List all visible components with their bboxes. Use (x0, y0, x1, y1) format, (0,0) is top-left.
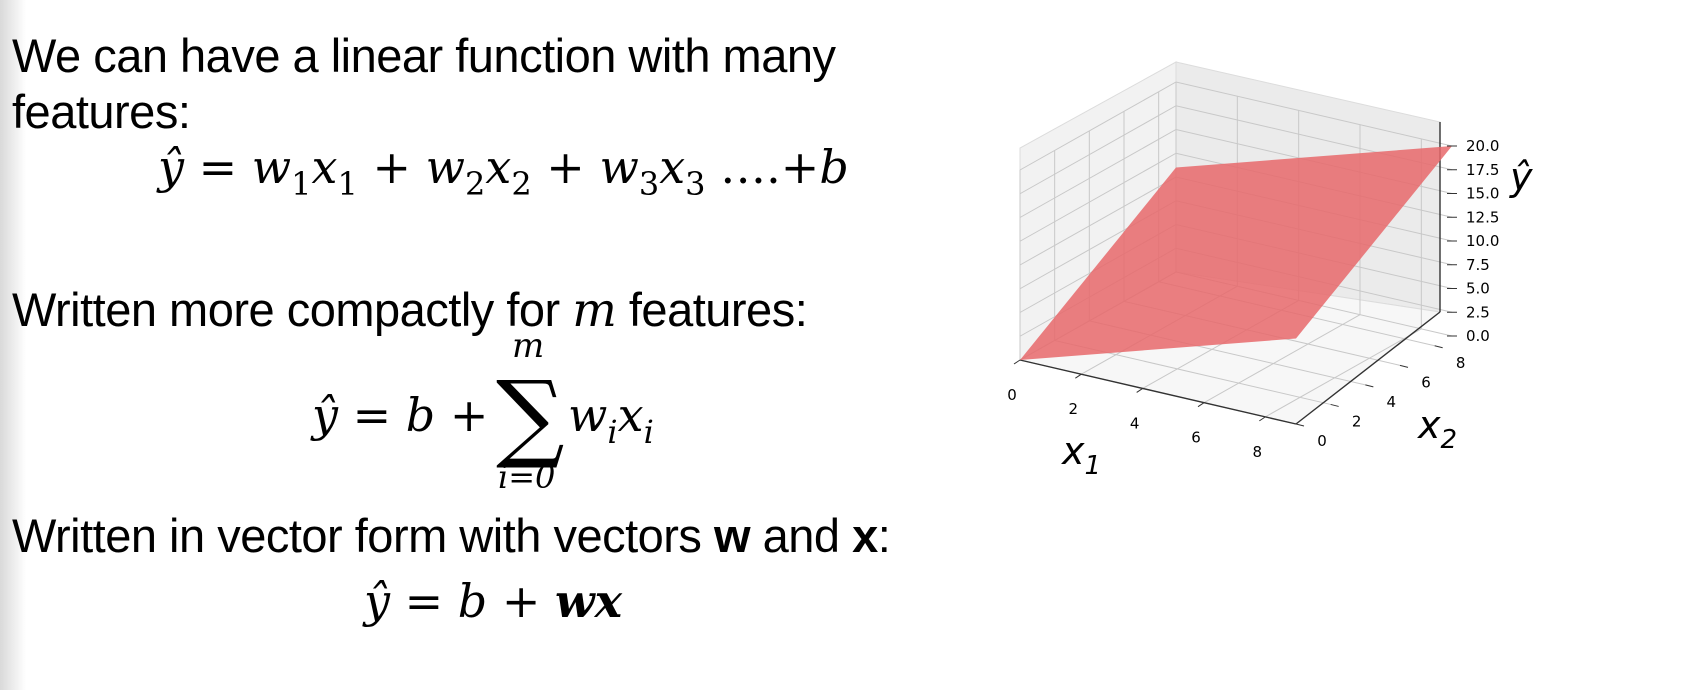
y-tick-label: 6 (1421, 373, 1431, 391)
y-tick (1330, 403, 1339, 407)
y-tick-label: 4 (1387, 393, 1397, 411)
z-tick-label: 10.0 (1466, 232, 1499, 250)
z-tick-label: 15.0 (1466, 185, 1499, 203)
intro-line: We can have a linear function with many (12, 29, 836, 82)
y-tick (1434, 345, 1443, 349)
x-tick (1197, 402, 1205, 408)
z-tick-label: 5.0 (1466, 280, 1490, 298)
x-tick-label: 0 (1007, 386, 1017, 404)
left-edge-shadow (0, 0, 26, 690)
surface-3d-chart: 0 2 4 6 8 0 2 4 6 8 0.0 2.5 5.0 7.5 10.0 12.5 15.0 17.5… (1007, 61, 1533, 481)
equation-vector-form: ŷ = b + wx (364, 574, 623, 628)
x-tick-label: 8 (1253, 443, 1263, 461)
x-tick (1259, 416, 1266, 422)
equation-summation-body: wixi (568, 388, 654, 451)
x-tick (1013, 359, 1021, 365)
x-axis-label: x1 (1061, 429, 1101, 481)
y-axis-label: x2 (1417, 403, 1457, 455)
equation-summation-lhs: ŷ = b + (312, 388, 489, 442)
x-axis-line (1019, 359, 1297, 425)
compact-form-line: Written more compactly for m features: (12, 283, 808, 338)
y-tick-label: 8 (1456, 354, 1466, 372)
vector-form-line: Written in vector form with vectors w an… (12, 509, 891, 562)
equation-sum-of-terms: ŷ = w1x1 + w2x2 + w3x3 ….+b (158, 140, 849, 203)
y-tick (1365, 384, 1374, 388)
z-tick-label: 7.5 (1466, 256, 1490, 274)
z-tick-label: 20.0 (1466, 137, 1499, 155)
grid-line-z (1019, 81, 1453, 171)
summation-symbol: m ∑ i=0 (496, 326, 565, 496)
y-tick-label: 0 (1317, 432, 1327, 450)
x-tick (1075, 373, 1082, 379)
y-tick (1399, 364, 1409, 368)
prediction-plane (1020, 146, 1452, 360)
z-axis-label: ŷ (1509, 155, 1533, 199)
x-tick-label: 6 (1191, 429, 1201, 447)
z-tick-label: 17.5 (1466, 161, 1499, 179)
z-tick-label: 0.0 (1466, 327, 1490, 345)
x-tick-label: 2 (1069, 400, 1079, 418)
y-tick-label: 2 (1352, 412, 1362, 430)
y-axis-line (1295, 311, 1441, 425)
intro-line-continued: features: (12, 85, 191, 138)
x-tick (1136, 388, 1143, 393)
z-tick-label: 12.5 (1466, 208, 1499, 226)
z-tick-label: 2.5 (1466, 303, 1490, 321)
x-tick-label: 4 (1130, 414, 1140, 432)
y-tick (1295, 423, 1305, 427)
grid-line-z (1019, 105, 1453, 195)
